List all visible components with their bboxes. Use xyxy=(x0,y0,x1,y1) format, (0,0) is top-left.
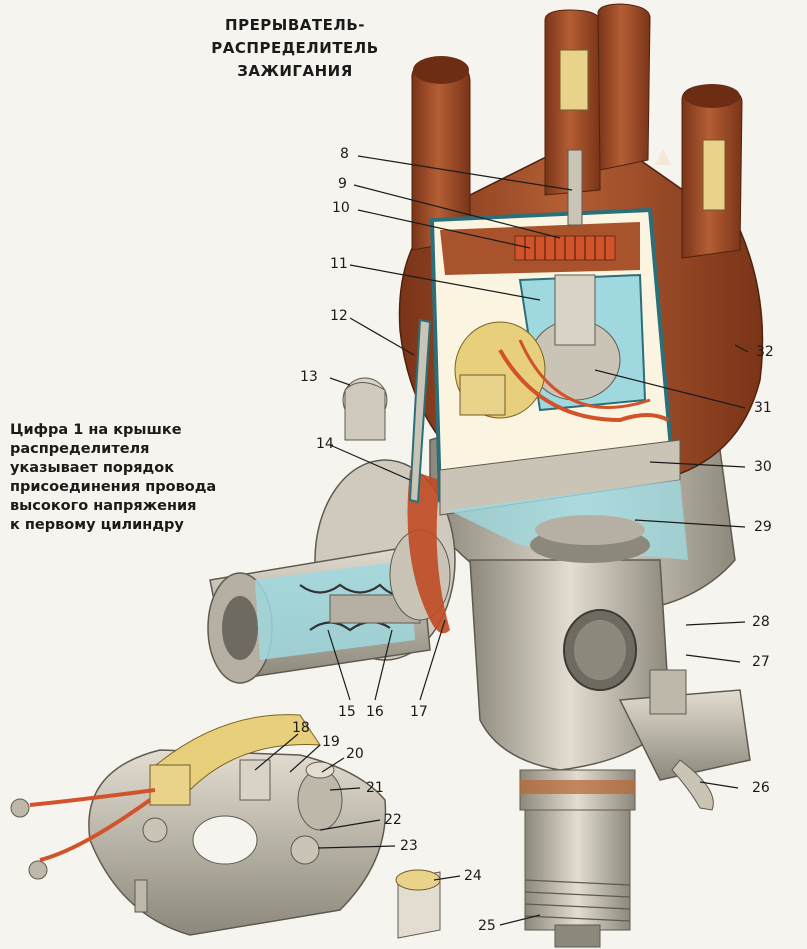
callout-12: 12 xyxy=(330,308,348,324)
callout-25: 25 xyxy=(478,918,496,934)
cutaway-interior xyxy=(429,149,688,563)
callout-14: 14 xyxy=(316,436,334,452)
diagram-title: ПРЕРЫВАТЕЛЬ- РАСПРЕДЕЛИТЕЛЬ ЗАЖИГАНИЯ xyxy=(200,14,390,83)
callout-30: 30 xyxy=(754,459,772,475)
note-line-2: распределителя xyxy=(10,441,150,457)
callout-11: 11 xyxy=(330,256,348,272)
callout-23: 23 xyxy=(400,838,418,854)
callout-24: 24 xyxy=(464,868,482,884)
breaker-plate xyxy=(10,714,387,936)
callout-17: 17 xyxy=(410,704,428,720)
rotor-part xyxy=(395,869,441,939)
callout-19: 19 xyxy=(322,734,340,750)
callout-22: 22 xyxy=(384,812,402,828)
callout-26: 26 xyxy=(752,780,770,796)
callout-27: 27 xyxy=(752,654,770,670)
callout-18: 18 xyxy=(292,720,310,736)
callout-20: 20 xyxy=(346,746,364,762)
title-line-1: ПРЕРЫВАТЕЛЬ- xyxy=(225,16,365,34)
callout-28: 28 xyxy=(752,614,770,630)
callout-13: 13 xyxy=(300,369,318,385)
drive-shaft xyxy=(519,769,636,948)
callout-15: 15 xyxy=(338,704,356,720)
leader-lines xyxy=(254,155,749,926)
note-line-1: Цифра 1 на крышке xyxy=(10,422,182,438)
callout-8: 8 xyxy=(340,146,349,162)
note-line-5: высокого напряжения xyxy=(10,498,197,514)
spring-clip xyxy=(342,318,432,504)
callout-32: 32 xyxy=(756,344,774,360)
callout-16: 16 xyxy=(366,704,384,720)
callout-31: 31 xyxy=(754,400,772,416)
vacuum-advance-unit xyxy=(207,459,456,684)
callout-9: 9 xyxy=(338,176,347,192)
callout-29: 29 xyxy=(754,519,772,535)
callout-10: 10 xyxy=(332,200,350,216)
title-line-3: ЗАЖИГАНИЯ xyxy=(237,62,353,80)
note-line-6: к первому цилиндру xyxy=(10,517,184,533)
note-line-4: присоединения провода xyxy=(10,479,217,495)
firing-order-note: Цифра 1 на крышке распределителя указыва… xyxy=(10,421,310,535)
note-line-3: указывает порядок xyxy=(10,460,175,476)
title-line-2: РАСПРЕДЕЛИТЕЛЬ xyxy=(211,39,379,57)
callout-21: 21 xyxy=(366,780,384,796)
